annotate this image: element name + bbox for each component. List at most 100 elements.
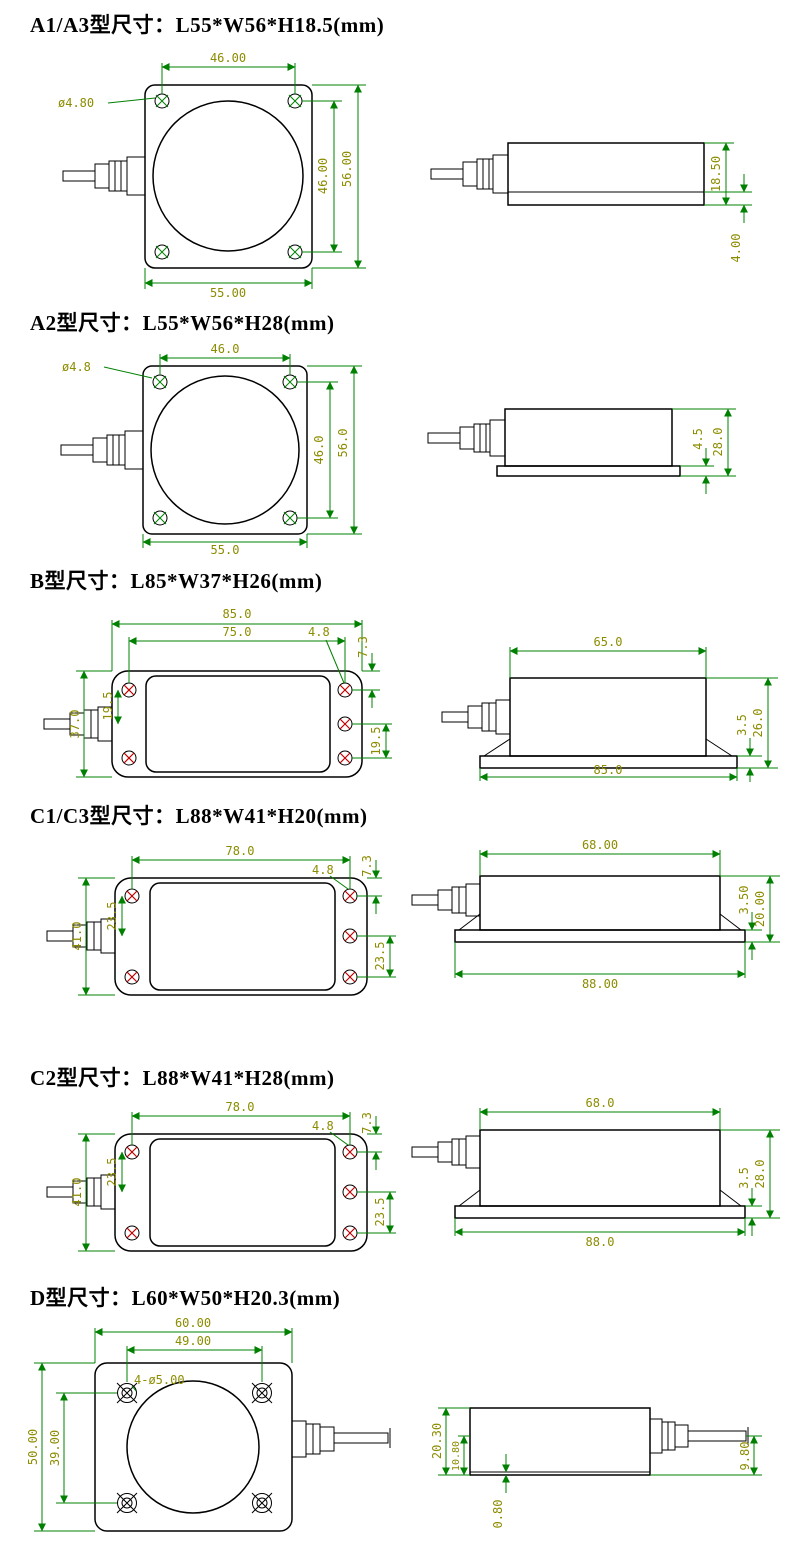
a2-hole-cross-marks bbox=[153, 375, 297, 525]
d-front-view: 60.00 49.00 4-ø5.00 50.00 39.00 bbox=[26, 1316, 391, 1532]
a2-front-dimensions: 46.0 ø4.8 46.0 56.0 55.0 bbox=[62, 342, 362, 556]
a1a3-side-cable-gland bbox=[430, 154, 509, 194]
dim-d-hole-span: 49.00 bbox=[175, 1334, 211, 1348]
dim-d-hole-span-v: 39.00 bbox=[48, 1430, 62, 1466]
a2-side-view: 4.5 28.0 bbox=[427, 408, 736, 494]
c2-front-view: 78.0 4.8 7.3 41.0 23.5 23.5 bbox=[46, 1100, 396, 1252]
dim-b-side-plate: 3.5 bbox=[735, 714, 749, 736]
dim-a1a3-hole-dia: ø4.80 bbox=[58, 96, 94, 110]
dim-b-side-top-width: 65.0 bbox=[594, 635, 623, 649]
c1c3-side-dimensions: 68.00 3.50 20.00 88.00 bbox=[454, 838, 780, 991]
dim-c2-side-height: 28.0 bbox=[753, 1160, 767, 1189]
dim-b-right-pitch: 19.5 bbox=[369, 727, 383, 756]
a1a3-side-view: 18.50 4.00 bbox=[430, 142, 752, 263]
dim-c1c3-left-pitch: 23.5 bbox=[105, 902, 119, 931]
section-a2: A2型尺寸：L55*W56*H28(mm) 46.0 ø4.8 bbox=[0, 298, 790, 556]
dim-c1c3-hole-dia: 4.8 bbox=[312, 863, 334, 877]
drawing-a2: 46.0 ø4.8 46.0 56.0 55.0 bbox=[60, 342, 736, 556]
dim-c1c3-edge-offset: 7.3 bbox=[360, 855, 374, 877]
dim-a2-inner-height: 46.0 bbox=[312, 436, 326, 465]
section-c2: C2型尺寸：L88*W41*H28(mm) 78.0 4.8 bbox=[0, 1034, 790, 1266]
dim-d-outer-width: 60.00 bbox=[175, 1316, 211, 1330]
d-side-dimensions: 20.30 10.80 0.80 9.80 bbox=[430, 1407, 762, 1529]
dim-c1c3-side-top-width: 68.00 bbox=[582, 838, 618, 852]
a2-side-dimensions: 4.5 28.0 bbox=[672, 408, 736, 494]
dim-b-edge-offset: 7.3 bbox=[356, 636, 370, 658]
section-a1a3-title: A1/A3型尺寸：L55*W56*H18.5(mm) bbox=[30, 13, 385, 37]
c1c3-front-dimensions: 78.0 4.8 7.3 41.0 23.5 23.5 bbox=[70, 844, 396, 996]
c2-side-view: 68.0 3.5 28.0 88.0 bbox=[411, 1096, 780, 1249]
dim-d-hole-note: 4-ø5.00 bbox=[134, 1373, 185, 1387]
dim-d-side-cable-offset: 9.80 bbox=[738, 1442, 752, 1471]
dim-a2-outer-height: 56.0 bbox=[336, 429, 350, 458]
section-c1c3: C1/C3型尺寸：L88*W41*H20(mm) 78.0 4 bbox=[0, 784, 790, 1034]
b-hole-cross-marks bbox=[123, 684, 351, 764]
b-side-cable-gland bbox=[441, 699, 511, 735]
dim-c2-edge-offset: 7.3 bbox=[360, 1112, 374, 1134]
c1c3-side-view: 68.00 3.50 20.00 88.00 bbox=[411, 838, 780, 991]
dim-b-left-pitch: 19.5 bbox=[101, 692, 115, 721]
dim-d-side-height: 20.30 bbox=[430, 1423, 444, 1459]
section-b: B型尺寸：L85*W37*H26(mm) 85.0 bbox=[0, 556, 790, 784]
b-front-view: 85.0 75.0 4.8 7.3 37.0 19.5 19.5 bbox=[43, 607, 392, 778]
dim-c2-side-plate: 3.5 bbox=[737, 1167, 751, 1189]
section-a2-title: A2型尺寸：L55*W56*H28(mm) bbox=[30, 311, 335, 335]
c1c3-hole-cross-marks bbox=[126, 890, 356, 983]
dim-a2-side-plate: 4.5 bbox=[691, 428, 705, 450]
a1a3-side-dimensions: 18.50 4.00 bbox=[704, 142, 752, 263]
dim-c1c3-outer-height: 41.0 bbox=[70, 922, 84, 951]
dim-a1a3-side-base: 4.00 bbox=[729, 234, 743, 263]
dim-a1a3-inner-height: 46.00 bbox=[316, 158, 330, 194]
c2-side-dimensions: 68.0 3.5 28.0 88.0 bbox=[454, 1096, 780, 1249]
section-c2-title: C2型尺寸：L88*W41*H28(mm) bbox=[30, 1066, 335, 1090]
dim-c1c3-right-pitch: 23.5 bbox=[373, 942, 387, 971]
dim-a2-top-width: 46.0 bbox=[211, 342, 240, 356]
dim-c2-right-pitch: 23.5 bbox=[373, 1198, 387, 1227]
drawing-b: 85.0 75.0 4.8 7.3 37.0 19.5 19.5 bbox=[43, 607, 778, 782]
section-c1c3-title: C1/C3型尺寸：L88*W41*H20(mm) bbox=[30, 804, 368, 828]
section-a1a3: A1/A3型尺寸：L55*W56*H18.5(mm) 46.00 bbox=[0, 0, 790, 298]
dim-a2-hole-dia: ø4.8 bbox=[62, 360, 91, 374]
a2-side-cable-gland bbox=[427, 419, 506, 457]
dim-c2-side-base-width: 88.0 bbox=[586, 1235, 615, 1249]
d-hole-cross-marks bbox=[116, 1382, 273, 1514]
dim-c1c3-side-plate: 3.50 bbox=[737, 886, 751, 915]
d-cable-gland bbox=[291, 1420, 391, 1458]
a1a3-front-view: 46.00 ø4.80 46.00 56.00 55.00 bbox=[58, 51, 366, 298]
c1c3-front-view: 78.0 4.8 7.3 41.0 23.5 23.5 bbox=[46, 844, 396, 996]
dim-a1a3-outer-height: 56.00 bbox=[340, 151, 354, 187]
drawing-c2: 78.0 4.8 7.3 41.0 23.5 23.5 bbox=[46, 1096, 780, 1252]
section-d-title: D型尺寸：L60*W50*H20.3(mm) bbox=[30, 1286, 341, 1310]
dim-b-hole-span: 75.0 bbox=[223, 625, 252, 639]
dim-c2-hole-dia: 4.8 bbox=[312, 1119, 334, 1133]
dim-c2-outer-height: 41.0 bbox=[70, 1178, 84, 1207]
d-side-view: 20.30 10.80 0.80 9.80 bbox=[430, 1407, 762, 1529]
section-d: D型尺寸：L60*W50*H20.3(mm) 60 bbox=[0, 1266, 790, 1551]
dim-b-outer-height: 37.0 bbox=[68, 710, 82, 739]
section-b-title: B型尺寸：L85*W37*H26(mm) bbox=[30, 569, 323, 593]
dim-c1c3-side-base-width: 88.00 bbox=[582, 977, 618, 991]
dim-c1c3-hole-span: 78.0 bbox=[226, 844, 255, 858]
dim-a1a3-bottom-width: 55.00 bbox=[210, 286, 246, 298]
dim-a1a3-side-height: 18.50 bbox=[709, 156, 723, 192]
b-front-dimensions: 85.0 75.0 4.8 7.3 37.0 19.5 19.5 bbox=[68, 607, 392, 778]
b-side-dimensions: 65.0 3.5 26.0 85.0 bbox=[479, 635, 778, 782]
d-side-cable-gland bbox=[649, 1418, 749, 1454]
dim-c2-hole-span: 78.0 bbox=[226, 1100, 255, 1114]
dim-b-side-base-width: 85.0 bbox=[594, 763, 623, 777]
dim-d-outer-height: 50.00 bbox=[26, 1429, 40, 1465]
a2-cable-gland bbox=[60, 430, 144, 470]
dim-a2-bottom-width: 55.0 bbox=[211, 543, 240, 556]
b-side-view: 65.0 3.5 26.0 85.0 bbox=[441, 635, 778, 782]
dim-d-side-plate: 0.80 bbox=[491, 1500, 505, 1529]
dim-c1c3-side-height: 20.00 bbox=[753, 891, 767, 927]
c1c3-side-cable-gland bbox=[411, 883, 481, 917]
a1a3-front-dimensions: 46.00 ø4.80 46.00 56.00 55.00 bbox=[58, 51, 366, 298]
dim-b-hole-dia: 4.8 bbox=[308, 625, 330, 639]
d-front-dimensions: 60.00 49.00 4-ø5.00 50.00 39.00 bbox=[26, 1316, 293, 1532]
dim-b-outer-width: 85.0 bbox=[223, 607, 252, 621]
c2-front-dimensions: 78.0 4.8 7.3 41.0 23.5 23.5 bbox=[70, 1100, 396, 1252]
a2-front-view: 46.0 ø4.8 46.0 56.0 55.0 bbox=[60, 342, 362, 556]
dim-b-side-height: 26.0 bbox=[751, 709, 765, 738]
